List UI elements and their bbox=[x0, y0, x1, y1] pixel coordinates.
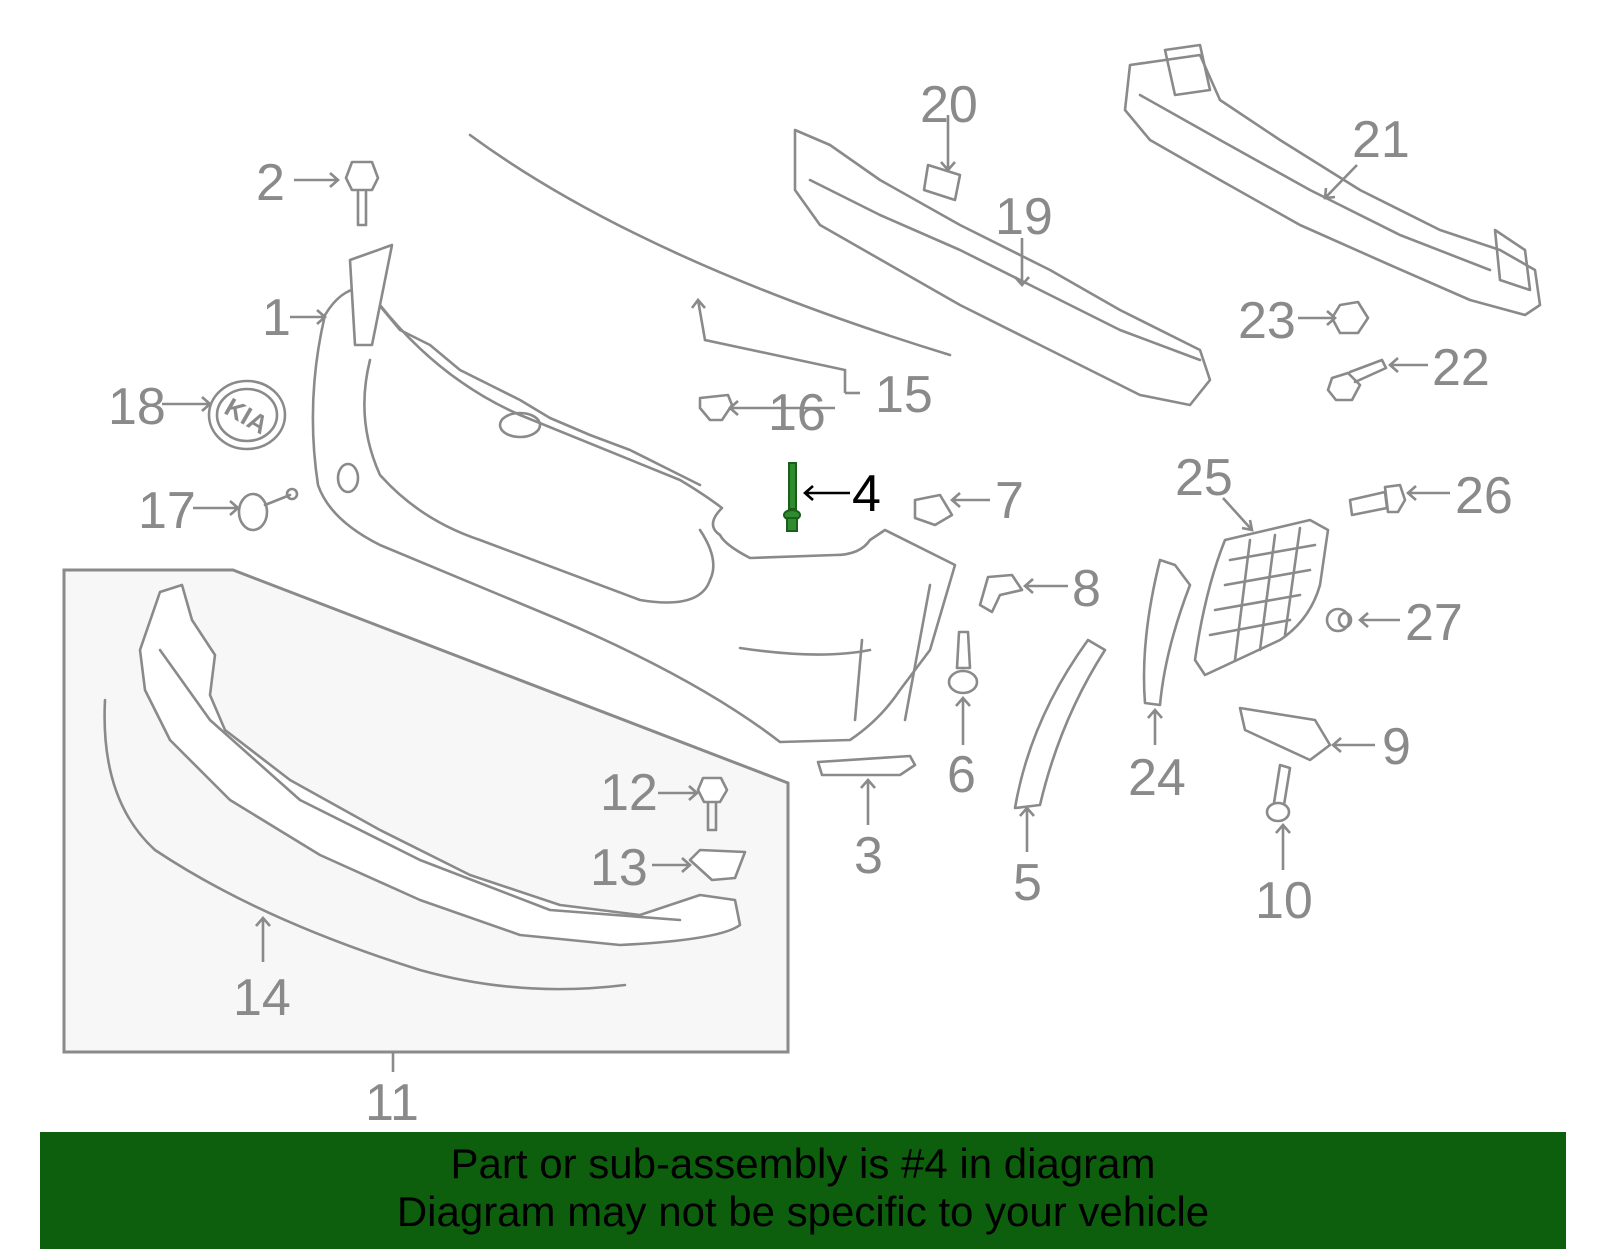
callout-20[interactable]: 20 bbox=[920, 76, 978, 134]
banner-line-2: Diagram may not be specific to your vehi… bbox=[396, 1188, 1210, 1235]
callout-16[interactable]: 16 bbox=[768, 384, 826, 442]
callout-18[interactable]: 18 bbox=[108, 378, 166, 436]
callout-8[interactable]: 8 bbox=[1072, 560, 1101, 618]
callout-11[interactable]: 11 bbox=[365, 1074, 419, 1132]
sub-assembly-lower-spoiler[interactable] bbox=[103, 583, 742, 991]
callout-labels: 1 2 3 4 5 6 7 8 9 10 11 12 13 14 15 16 1… bbox=[108, 76, 1513, 1132]
part-3-reflector[interactable] bbox=[816, 754, 917, 777]
part-25-grille-insert[interactable] bbox=[1193, 518, 1330, 677]
callout-7[interactable]: 7 bbox=[995, 472, 1024, 530]
part-7-clip[interactable] bbox=[913, 493, 954, 527]
part-8-bracket[interactable] bbox=[978, 573, 1024, 614]
part-16-clip[interactable] bbox=[698, 393, 734, 422]
part-6-screw[interactable] bbox=[947, 630, 979, 695]
callout-1[interactable]: 1 bbox=[262, 289, 291, 347]
part-2-bolt[interactable] bbox=[344, 160, 380, 227]
part-21-reinforcement-bar[interactable] bbox=[1123, 43, 1542, 317]
info-banner: Part or sub-assembly is #4 in diagram Di… bbox=[40, 1132, 1566, 1249]
callout-12[interactable]: 12 bbox=[600, 764, 658, 822]
callout-15[interactable]: 15 bbox=[875, 366, 933, 424]
callout-2[interactable]: 2 bbox=[256, 154, 285, 212]
callout-17[interactable]: 17 bbox=[138, 482, 196, 540]
part-13-clip[interactable] bbox=[688, 848, 747, 882]
part-10-screw[interactable] bbox=[1265, 763, 1292, 823]
callout-22[interactable]: 22 bbox=[1432, 339, 1490, 397]
callout-4[interactable]: 4 bbox=[852, 465, 881, 523]
part-17-pin[interactable] bbox=[237, 487, 299, 532]
callout-27[interactable]: 27 bbox=[1405, 594, 1463, 652]
callout-10[interactable]: 10 bbox=[1255, 872, 1313, 930]
part-26-bolt[interactable] bbox=[1348, 483, 1407, 517]
part-24-bracket[interactable] bbox=[1142, 558, 1192, 707]
part-27-nut[interactable] bbox=[1325, 607, 1353, 633]
leader-arrows bbox=[162, 115, 1450, 1072]
callout-21[interactable]: 21 bbox=[1352, 111, 1410, 169]
callout-24[interactable]: 24 bbox=[1128, 749, 1186, 807]
callout-13[interactable]: 13 bbox=[590, 839, 648, 897]
callout-5[interactable]: 5 bbox=[1013, 854, 1042, 912]
part-20-label[interactable] bbox=[922, 163, 962, 202]
part-9-bracket[interactable] bbox=[1238, 706, 1332, 762]
part-15-upper-molding[interactable] bbox=[468, 133, 952, 357]
banner-line-1: Part or sub-assembly is #4 in diagram bbox=[450, 1140, 1156, 1187]
callout-3[interactable]: 3 bbox=[854, 827, 883, 885]
callout-9[interactable]: 9 bbox=[1382, 718, 1411, 776]
part-5-side-bracket[interactable] bbox=[1013, 638, 1107, 810]
callout-19[interactable]: 19 bbox=[995, 188, 1053, 246]
part-19-energy-absorber[interactable] bbox=[793, 128, 1212, 407]
part-22-bolt[interactable] bbox=[1326, 358, 1388, 402]
part-18-emblem[interactable]: KIA bbox=[207, 379, 287, 451]
callout-6[interactable]: 6 bbox=[947, 746, 976, 804]
callout-23[interactable]: 23 bbox=[1238, 292, 1296, 350]
part-23-nut[interactable] bbox=[1330, 300, 1370, 335]
part-4-pin-highlighted[interactable] bbox=[783, 462, 801, 532]
callout-25[interactable]: 25 bbox=[1175, 449, 1233, 507]
callout-26[interactable]: 26 bbox=[1455, 467, 1513, 525]
callout-14[interactable]: 14 bbox=[233, 969, 291, 1027]
part-12-bolt[interactable] bbox=[696, 776, 729, 832]
part-1-bumper-cover[interactable] bbox=[311, 243, 957, 744]
